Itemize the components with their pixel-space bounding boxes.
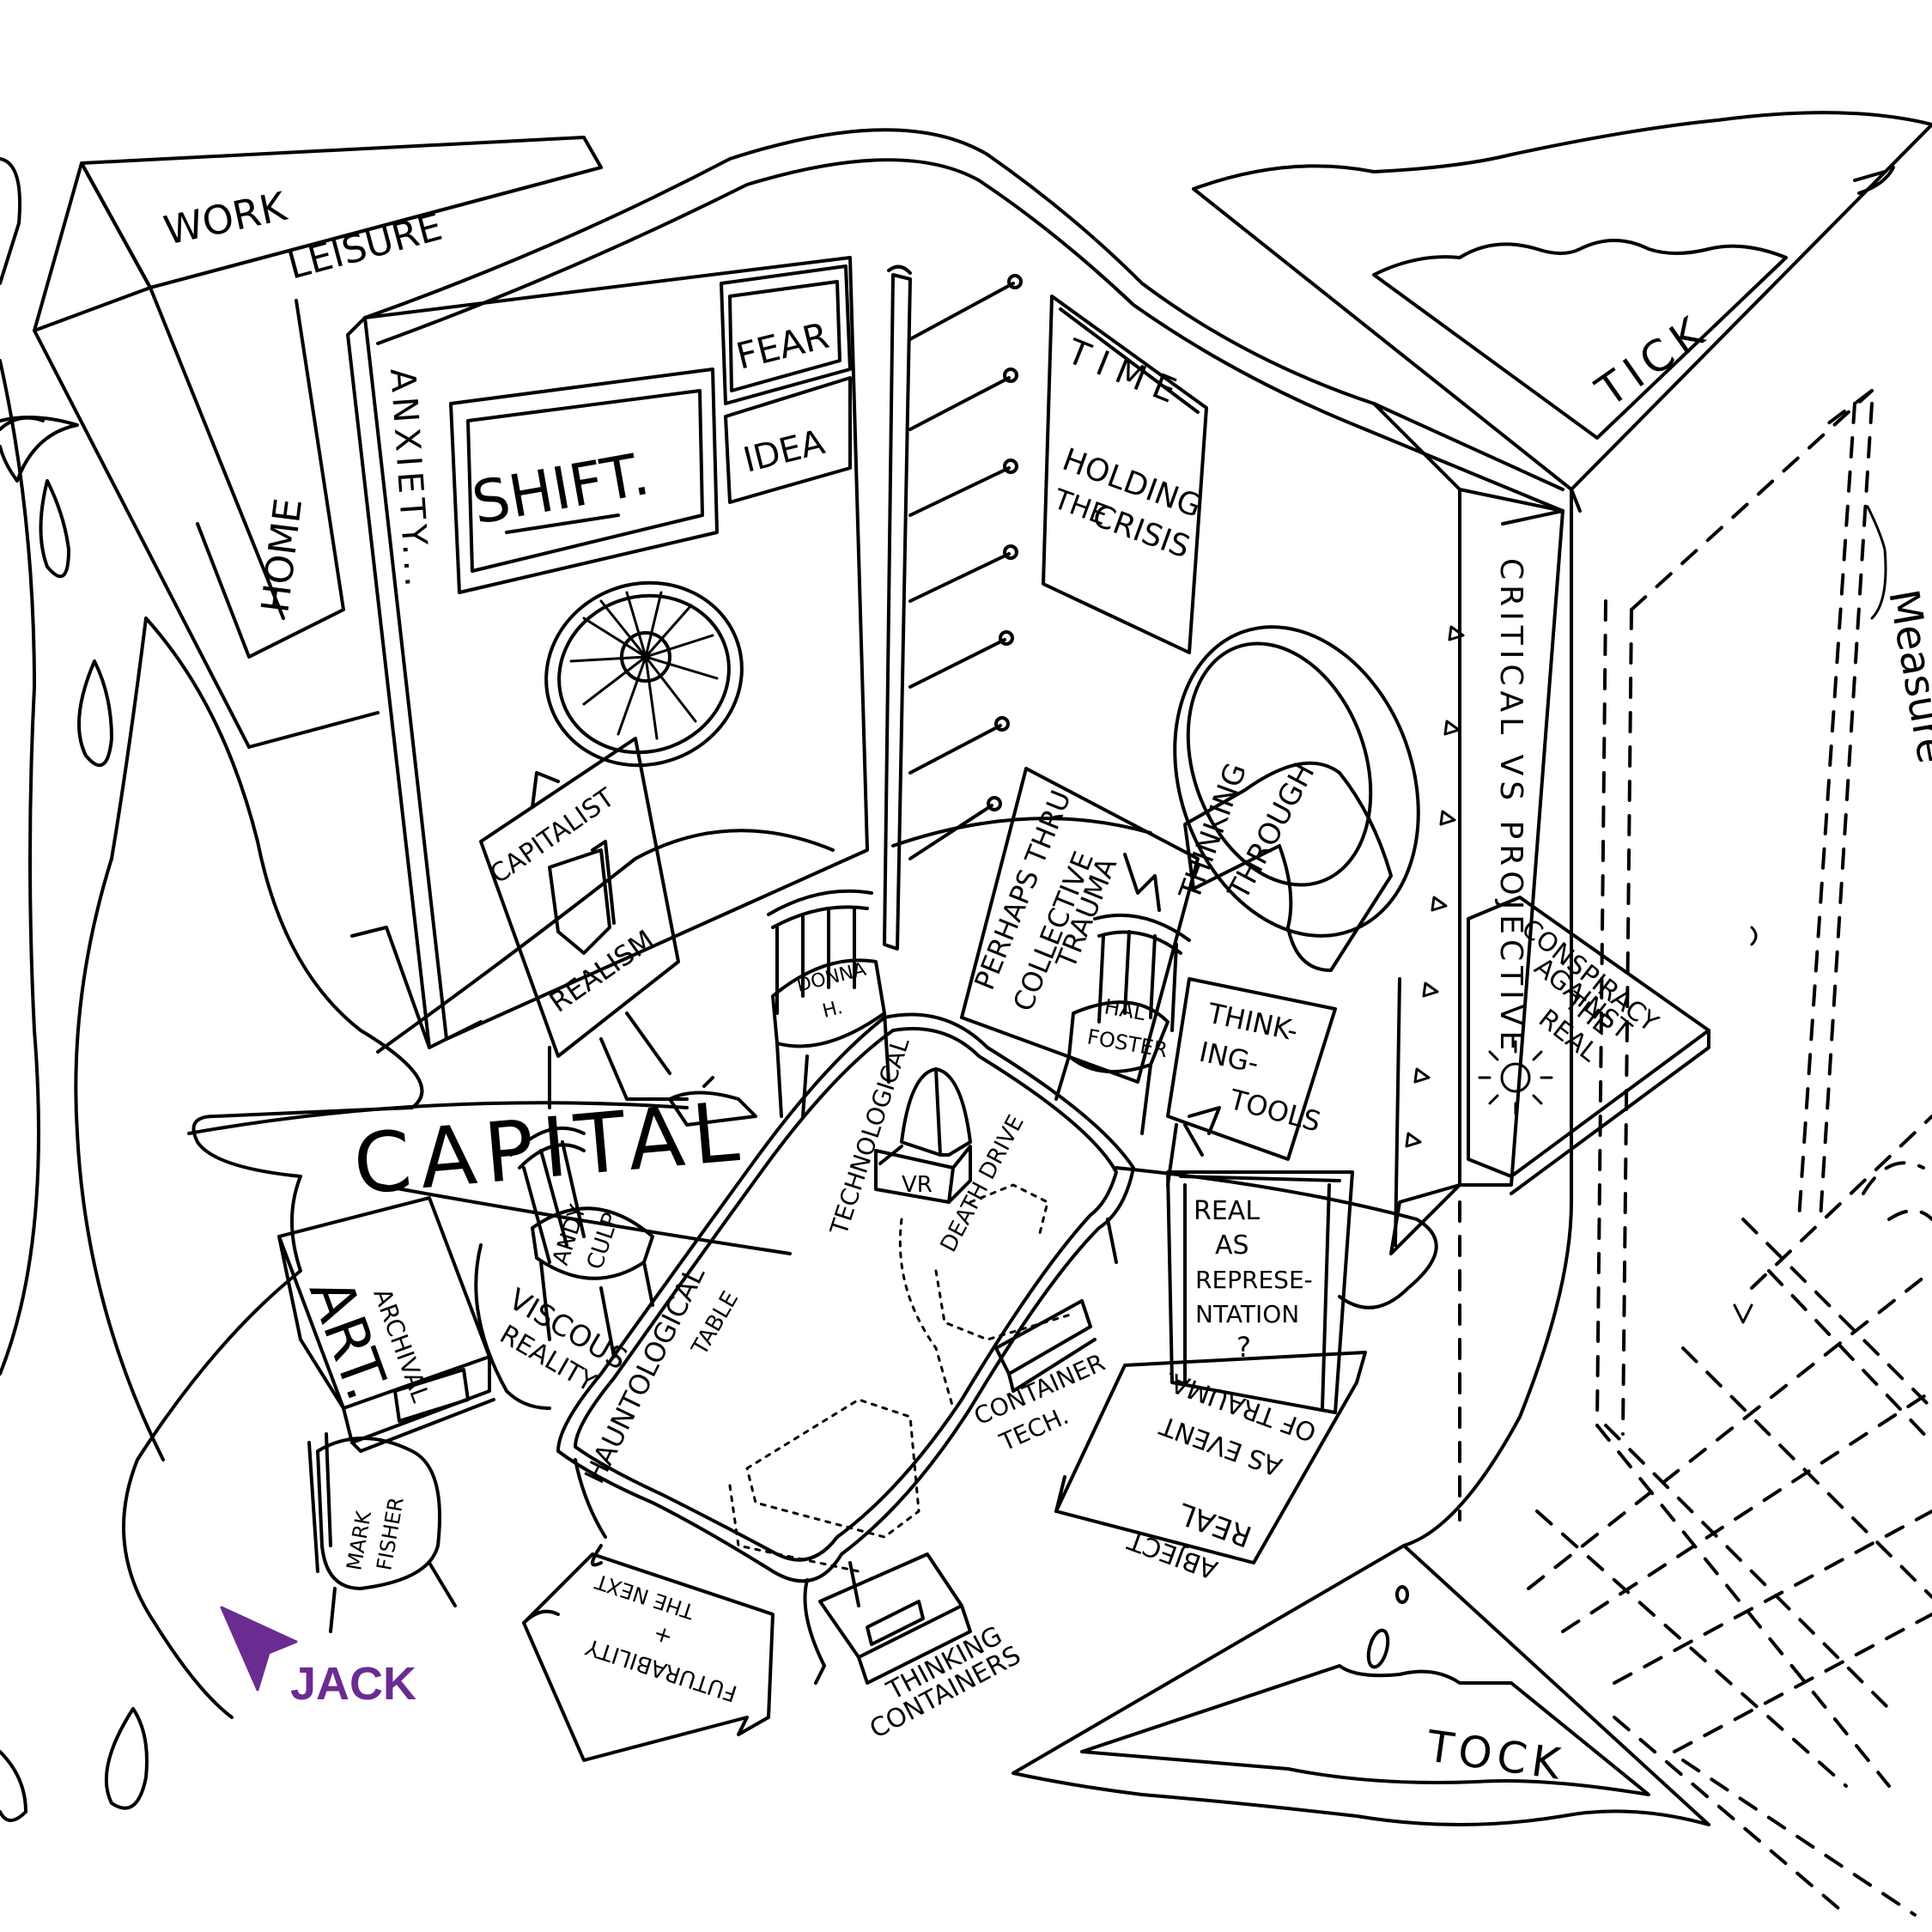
shift-underline	[505, 513, 620, 534]
fear-sign	[720, 264, 852, 405]
thinking-through-ribbon	[1183, 761, 1393, 972]
small-pot	[668, 1076, 757, 1127]
futurability-line-2: +	[650, 1620, 676, 1650]
real-as-representation-board	[1166, 1170, 1354, 1414]
dotted-projections	[728, 1183, 1075, 1573]
capital-label: CAPITAL	[349, 1083, 750, 1213]
tock-pyramid	[1012, 1544, 1710, 1826]
chair-hal-foster	[1054, 913, 1191, 1135]
vr-label: VR	[902, 1172, 933, 1198]
conspiracy-board	[1467, 896, 1710, 1195]
capitalist-label: CAPITALIST	[485, 782, 621, 890]
pole	[883, 264, 912, 951]
hammer-icon	[1188, 1106, 1221, 1135]
bolt-marks	[1405, 625, 1465, 1148]
real-rep-line-3: REPRESE-	[1195, 1266, 1313, 1294]
futurability-line-3: THE NEXT	[592, 1569, 697, 1624]
water-droplets	[0, 416, 149, 1822]
vr-headset	[874, 1067, 972, 1204]
floor-lines	[187, 817, 1438, 1309]
time-poster	[1042, 295, 1208, 654]
hauntological-table	[556, 1012, 1135, 1685]
real-rep-line-4: NTATION	[1195, 1300, 1299, 1328]
dashed-measure-structure	[1458, 389, 1932, 1917]
real-rep-line-2: AS	[1215, 1230, 1249, 1261]
archival-art-desk	[277, 1196, 495, 1453]
capitalist-realism-easel	[479, 737, 689, 1109]
ceiling-curve	[363, 128, 1564, 513]
hal-line-1: HAL	[1103, 994, 1148, 1025]
realism-label: REALISM	[544, 923, 660, 1018]
work-label: WORK	[160, 183, 292, 254]
tock-label: TOCK	[1423, 1721, 1568, 1789]
viscous-blob	[474, 1243, 551, 1410]
mark-line-2: FISHER	[372, 1495, 409, 1572]
hal-line-2: FOSTER	[1085, 1024, 1170, 1062]
real-rep-line-5: ?	[1236, 1331, 1251, 1364]
anxiety-label: ANXIETY...	[382, 367, 437, 592]
wheel-fan	[544, 580, 744, 768]
corner-wall-line	[1402, 488, 1573, 1547]
futurability-paper	[522, 1552, 775, 1762]
measure-label: Measure	[1879, 586, 1932, 767]
work-leisure-home-box	[33, 136, 603, 749]
sun-icon	[1478, 1040, 1553, 1115]
shift-sign	[449, 368, 719, 594]
thinking-tools-line-2: ING-	[1196, 1036, 1261, 1080]
main-wall-panel	[346, 256, 869, 1049]
abject-real-paper	[1054, 1351, 1367, 1564]
cursor-name-label: JACK	[290, 1658, 417, 1710]
perhaps-sign	[960, 767, 1200, 1084]
cursor-arrow-icon	[220, 1606, 298, 1692]
leisure-label: LEISURE	[283, 205, 447, 289]
idea-sign	[724, 376, 852, 504]
donna-line-2: H.	[820, 997, 845, 1023]
home-label: HOME	[253, 496, 311, 616]
mark-line-1: MARK	[342, 1508, 376, 1572]
chair-donna	[767, 889, 890, 1118]
idea-label: IDEA	[739, 422, 829, 481]
chair-andy-culp	[509, 1126, 654, 1358]
wall-pegs	[908, 274, 1023, 860]
critical-vs-projective-label: CRITICAL VS PROJECTIVE	[1493, 558, 1528, 1055]
tick-pyramid	[1192, 111, 1932, 513]
thinking-containers-block	[818, 1552, 972, 1685]
left-wall-edge	[0, 157, 45, 1376]
time-label: TIME	[1060, 331, 1191, 415]
right-wall-panel	[1372, 402, 1564, 1255]
container-block-right	[994, 1299, 1097, 1393]
floor-shadow-shape	[74, 617, 792, 1719]
real-rep-line-1: REAL	[1194, 1196, 1260, 1226]
